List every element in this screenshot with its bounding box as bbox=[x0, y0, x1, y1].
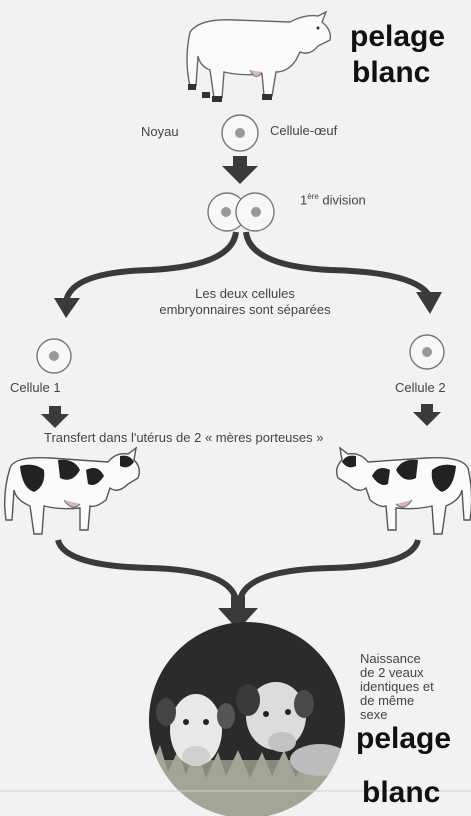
label-naissance-4: de même bbox=[360, 694, 414, 708]
merge-arrows bbox=[58, 540, 418, 630]
label-cellule-1: Cellule 1 bbox=[10, 380, 61, 395]
label-transfert: Transfert dans l'utérus de 2 « mères por… bbox=[44, 430, 323, 445]
label-naissance-1: Naissance bbox=[360, 652, 421, 666]
arrow-down-cell1 bbox=[41, 406, 69, 428]
label-noyau: Noyau bbox=[141, 124, 179, 139]
bottom-trait-line1: pelage bbox=[356, 722, 451, 756]
two-cell-embryo bbox=[208, 193, 274, 231]
top-trait-line1: pelage bbox=[350, 20, 445, 54]
label-separees-line1: Les deux cellules bbox=[120, 286, 370, 301]
label-naissance-2: de 2 veaux bbox=[360, 666, 424, 680]
arrow-down-cell2 bbox=[413, 404, 441, 426]
division-word: division bbox=[322, 192, 365, 207]
division-superscript: ère bbox=[307, 192, 319, 201]
bottom-trait-line2: blanc bbox=[362, 776, 440, 810]
arrow-down-1 bbox=[222, 156, 258, 184]
top-trait-line2: blanc bbox=[352, 56, 430, 90]
right-surrogate-cow bbox=[337, 448, 471, 534]
label-separees-line2: embryonnaires sont séparées bbox=[120, 302, 370, 317]
label-naissance-3: identiques et bbox=[360, 680, 434, 694]
left-surrogate-cow bbox=[5, 448, 140, 534]
egg-nucleus bbox=[235, 128, 245, 138]
label-first-division: 1ère division bbox=[300, 192, 366, 207]
label-cellule-oeuf: Cellule-œuf bbox=[270, 123, 337, 138]
calves-photo bbox=[140, 620, 360, 816]
white-cow-illustration bbox=[187, 12, 330, 102]
label-naissance-5: sexe bbox=[360, 708, 387, 722]
label-cellule-2: Cellule 2 bbox=[395, 380, 446, 395]
